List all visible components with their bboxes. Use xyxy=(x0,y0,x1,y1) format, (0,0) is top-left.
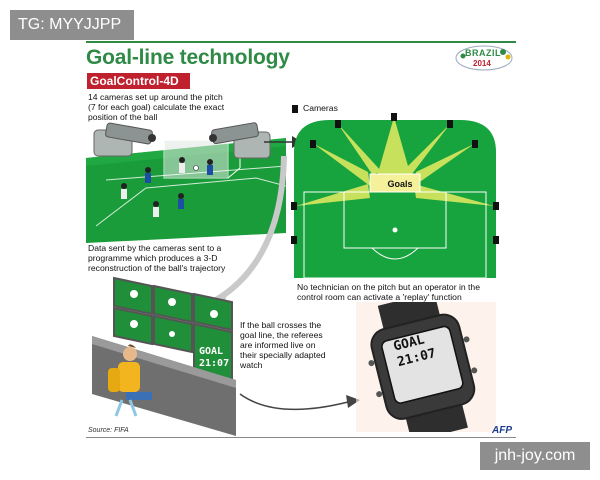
arrow-to-watch-icon xyxy=(239,393,360,411)
monitor-wall xyxy=(113,276,233,382)
caption-cameras-setup: 14 cameras set up around the pitch (7 fo… xyxy=(88,92,224,122)
infographic-title: Goal-line technology xyxy=(86,46,290,69)
logo-text-brazil: BRAZIL xyxy=(465,48,501,58)
camera-icon xyxy=(209,122,271,159)
tg-label: TG: MYYJJPP xyxy=(10,10,134,40)
camera-beams xyxy=(296,117,494,206)
pitch-perspective xyxy=(86,138,286,243)
operator-figure xyxy=(108,344,152,417)
caption-line: If the ball crosses the xyxy=(240,320,322,330)
goal-scene-illustration xyxy=(86,122,286,243)
caption-ball-crosses: If the ball crosses the goal line, the r… xyxy=(240,320,326,370)
brazil-2014-logo: BRAZIL 2014 xyxy=(455,44,515,74)
caption-line: 14 cameras set up around the pitch xyxy=(88,92,223,102)
agency-logo: AFP xyxy=(492,425,512,436)
caption-line: reconstruction of the ball's trajectory xyxy=(88,263,226,273)
cameras-legend-label: Cameras xyxy=(303,103,338,113)
caption-line: position of the ball xyxy=(88,112,158,122)
referee-watch-illustration xyxy=(356,302,496,432)
caption-line: their specially adapted xyxy=(240,350,326,360)
caption-line: control room can activate a 'replay' fun… xyxy=(297,292,462,302)
goals-label: Goals xyxy=(387,179,413,189)
control-desk xyxy=(92,336,236,436)
camera-markers xyxy=(291,113,499,244)
caption-line: programme which produces a 3-D xyxy=(88,253,218,263)
pitch-lines xyxy=(303,173,487,279)
infographic-subtitle: GoalControl-4D xyxy=(87,73,190,89)
caption-data-sent: Data sent by the cameras sent to a progr… xyxy=(88,243,225,273)
players xyxy=(121,157,213,217)
logo-text-year: 2014 xyxy=(473,59,491,68)
ball-icon xyxy=(193,165,199,171)
caption-line: No technician on the pitch but an operat… xyxy=(297,282,480,292)
source-credit: Source: FIFA xyxy=(88,427,129,434)
monitor-time-text: 21:07 xyxy=(199,358,230,369)
bottom-rule xyxy=(86,437,516,438)
logo-leaf-icon xyxy=(455,45,513,71)
caption-line: are informed live on xyxy=(240,340,316,350)
cameras-legend: Cameras xyxy=(292,103,338,113)
monitor-goal-display: GOAL 21:07 xyxy=(199,346,229,370)
control-room-illustration xyxy=(92,276,236,436)
caption-line: (7 for each goal) calculate the exact xyxy=(88,102,225,112)
caption-line: watch xyxy=(240,360,263,370)
watch-screen xyxy=(381,325,464,404)
caption-line: Data sent by the cameras sent to a xyxy=(88,243,222,253)
site-watermark: jnh-joy.com xyxy=(480,442,590,470)
camera-marker-icon xyxy=(292,104,298,113)
caption-no-technician: No technician on the pitch but an operat… xyxy=(297,282,480,302)
camera-icon xyxy=(93,122,156,157)
caption-line: goal line, the referees xyxy=(240,330,323,340)
overhead-pitch-diagram xyxy=(291,113,499,279)
monitor-goal-text: GOAL xyxy=(199,346,224,357)
top-rule xyxy=(86,41,516,43)
